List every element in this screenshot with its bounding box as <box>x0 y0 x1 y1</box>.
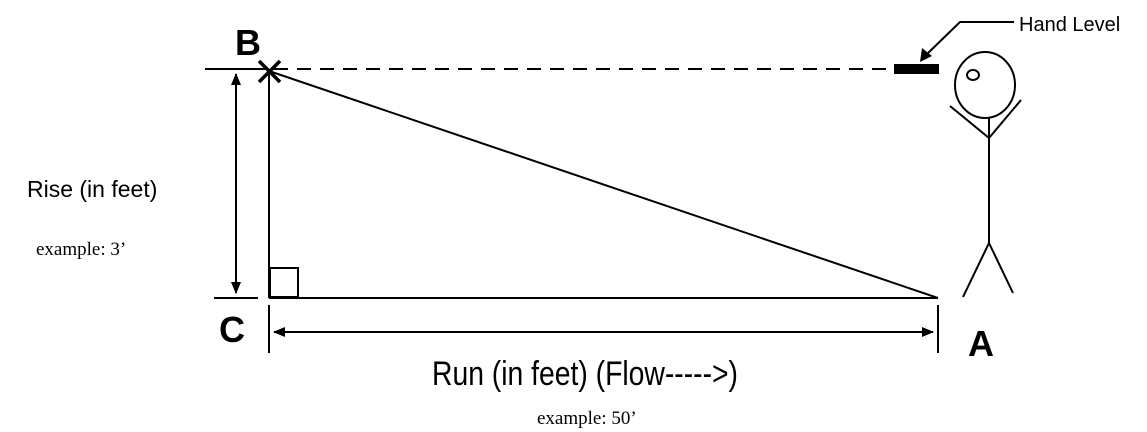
hand-level-leader <box>925 21 1014 56</box>
run-example-label: example: 50’ <box>537 408 637 429</box>
hand-level-label: Hand Level <box>1019 14 1120 36</box>
hypotenuse-ba <box>268 70 939 299</box>
point-b-x-mark <box>257 59 282 84</box>
right-angle-marker <box>269 267 299 298</box>
hand-level-icon <box>894 64 939 74</box>
point-c-label: C <box>219 309 245 350</box>
run-label: Run (in feet) (Flow----->) <box>432 355 738 393</box>
point-b-label: B <box>235 22 261 63</box>
point-a-label: A <box>968 323 994 364</box>
rise-label: Rise (in feet) <box>27 176 157 202</box>
rise-example-label: example: 3’ <box>36 239 126 260</box>
stick-figure-icon <box>949 51 1022 298</box>
hand-level-leader-arrowhead <box>920 48 932 62</box>
